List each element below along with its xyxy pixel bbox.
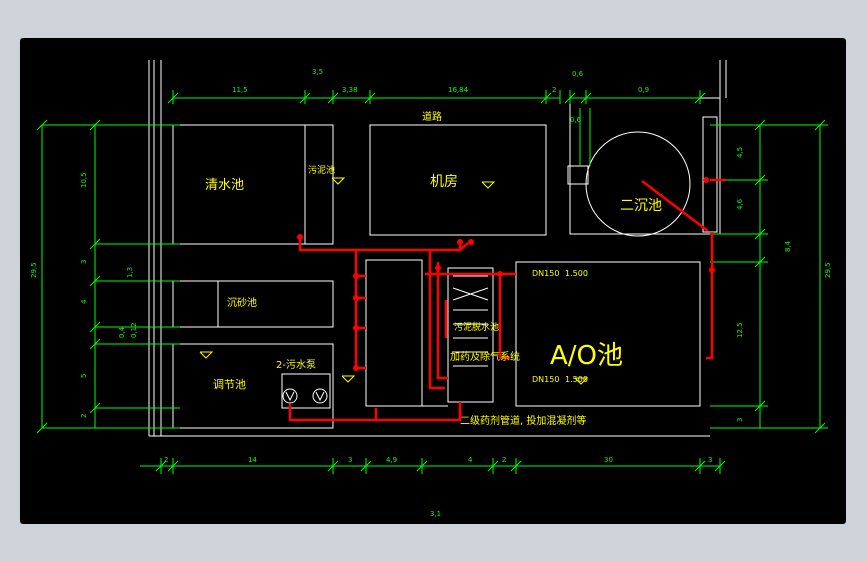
dim-left-5: 0,4 (118, 326, 126, 338)
dim-bottom-4: 4,9 (386, 456, 397, 464)
dim-bottom-2: 14 (248, 456, 257, 464)
dim-right-4: 3 (736, 418, 744, 422)
pump-icons (282, 388, 328, 404)
pipe-nodes (297, 177, 715, 371)
room-clarifier: 二沉池 (620, 198, 662, 214)
elevation-marks (199, 177, 589, 385)
dim-left-4: 4 (80, 299, 88, 304)
room-gas-system: 加药及除气系统 (450, 350, 520, 363)
dim-right-total: 29,5 (824, 262, 832, 278)
dim-left-3: 1,3 (126, 267, 134, 278)
dim-left-8: 2 (80, 414, 88, 418)
room-sludge: 污泥池 (308, 164, 335, 176)
dim-left-1: 10,5 (80, 172, 88, 188)
dim-bottom-1: 2 (164, 456, 168, 464)
walls (148, 60, 727, 437)
dimension-lines (36, 90, 828, 474)
pipe-dn150-upper: DN150 (532, 269, 559, 278)
dim-top-7: 0,9 (638, 86, 649, 94)
room-adjust: 调节池 (213, 378, 246, 391)
room-sludge-dewater: 污泥脱水池 (454, 321, 499, 333)
dim-bottom-8: 3 (708, 456, 712, 464)
cad-drawing: 清水池 污泥池 道路 机房 二沉池 沉砂池 2-污水泵 调节池 A/O池 污泥脱… (30, 60, 832, 518)
dimension-text: 11,5 3,5 3,38 16,84 2 0,6 0,9 0,6 2 14 3… (30, 68, 832, 518)
dim-top-1: 11,5 (232, 86, 248, 94)
dim-left-2: 3 (80, 260, 88, 264)
dim-right-inner: 8,4 (784, 240, 792, 252)
dim-top-2: 3,5 (312, 68, 323, 76)
dim-top-6: 0,6 (572, 70, 584, 78)
dim-bottom-3: 3 (348, 456, 352, 464)
dim-top-5: 2 (552, 86, 556, 94)
bottom-note: 二级药剂管道, 投加混凝剂等 (460, 414, 586, 427)
drawing-canvas[interactable]: 清水池 污泥池 道路 机房 二沉池 沉砂池 2-污水泵 调节池 A/O池 污泥脱… (20, 38, 846, 524)
pipe-dn150-lower: DN150 (532, 375, 559, 384)
room-grit: 沉砂池 (227, 296, 257, 309)
room-ao: A/O池 (550, 341, 623, 371)
pipe-network (288, 178, 726, 422)
dim-bottom-5: 4 (468, 456, 473, 464)
dim-top-4: 16,84 (448, 86, 469, 94)
dim-bottom-6: 2 (502, 456, 506, 464)
dewater-pattern (452, 275, 489, 367)
room-clear-water: 清水池 (205, 178, 244, 193)
dim-bottom-7: 30 (604, 456, 613, 464)
dim-right-3: 12,5 (736, 322, 744, 338)
room-road: 道路 (422, 110, 442, 123)
dim-right-1: 4,5 (736, 147, 744, 158)
room-pump: 2-污水泵 (276, 359, 316, 371)
dim-right-2: 4,6 (736, 198, 744, 210)
dim-left-total: 29,5 (30, 262, 38, 278)
pipe-slope-upper: 1.500 (565, 269, 588, 278)
room-machine: 机房 (430, 174, 458, 190)
dim-left-7: 5 (80, 374, 88, 378)
dim-top-8: 0,6 (570, 116, 582, 124)
dim-top-3: 3,38 (342, 86, 358, 94)
clarifier-circle (585, 131, 691, 237)
dim-bottom-total: 3,1 (430, 510, 441, 518)
dim-left-6: 0,12 (130, 322, 138, 338)
